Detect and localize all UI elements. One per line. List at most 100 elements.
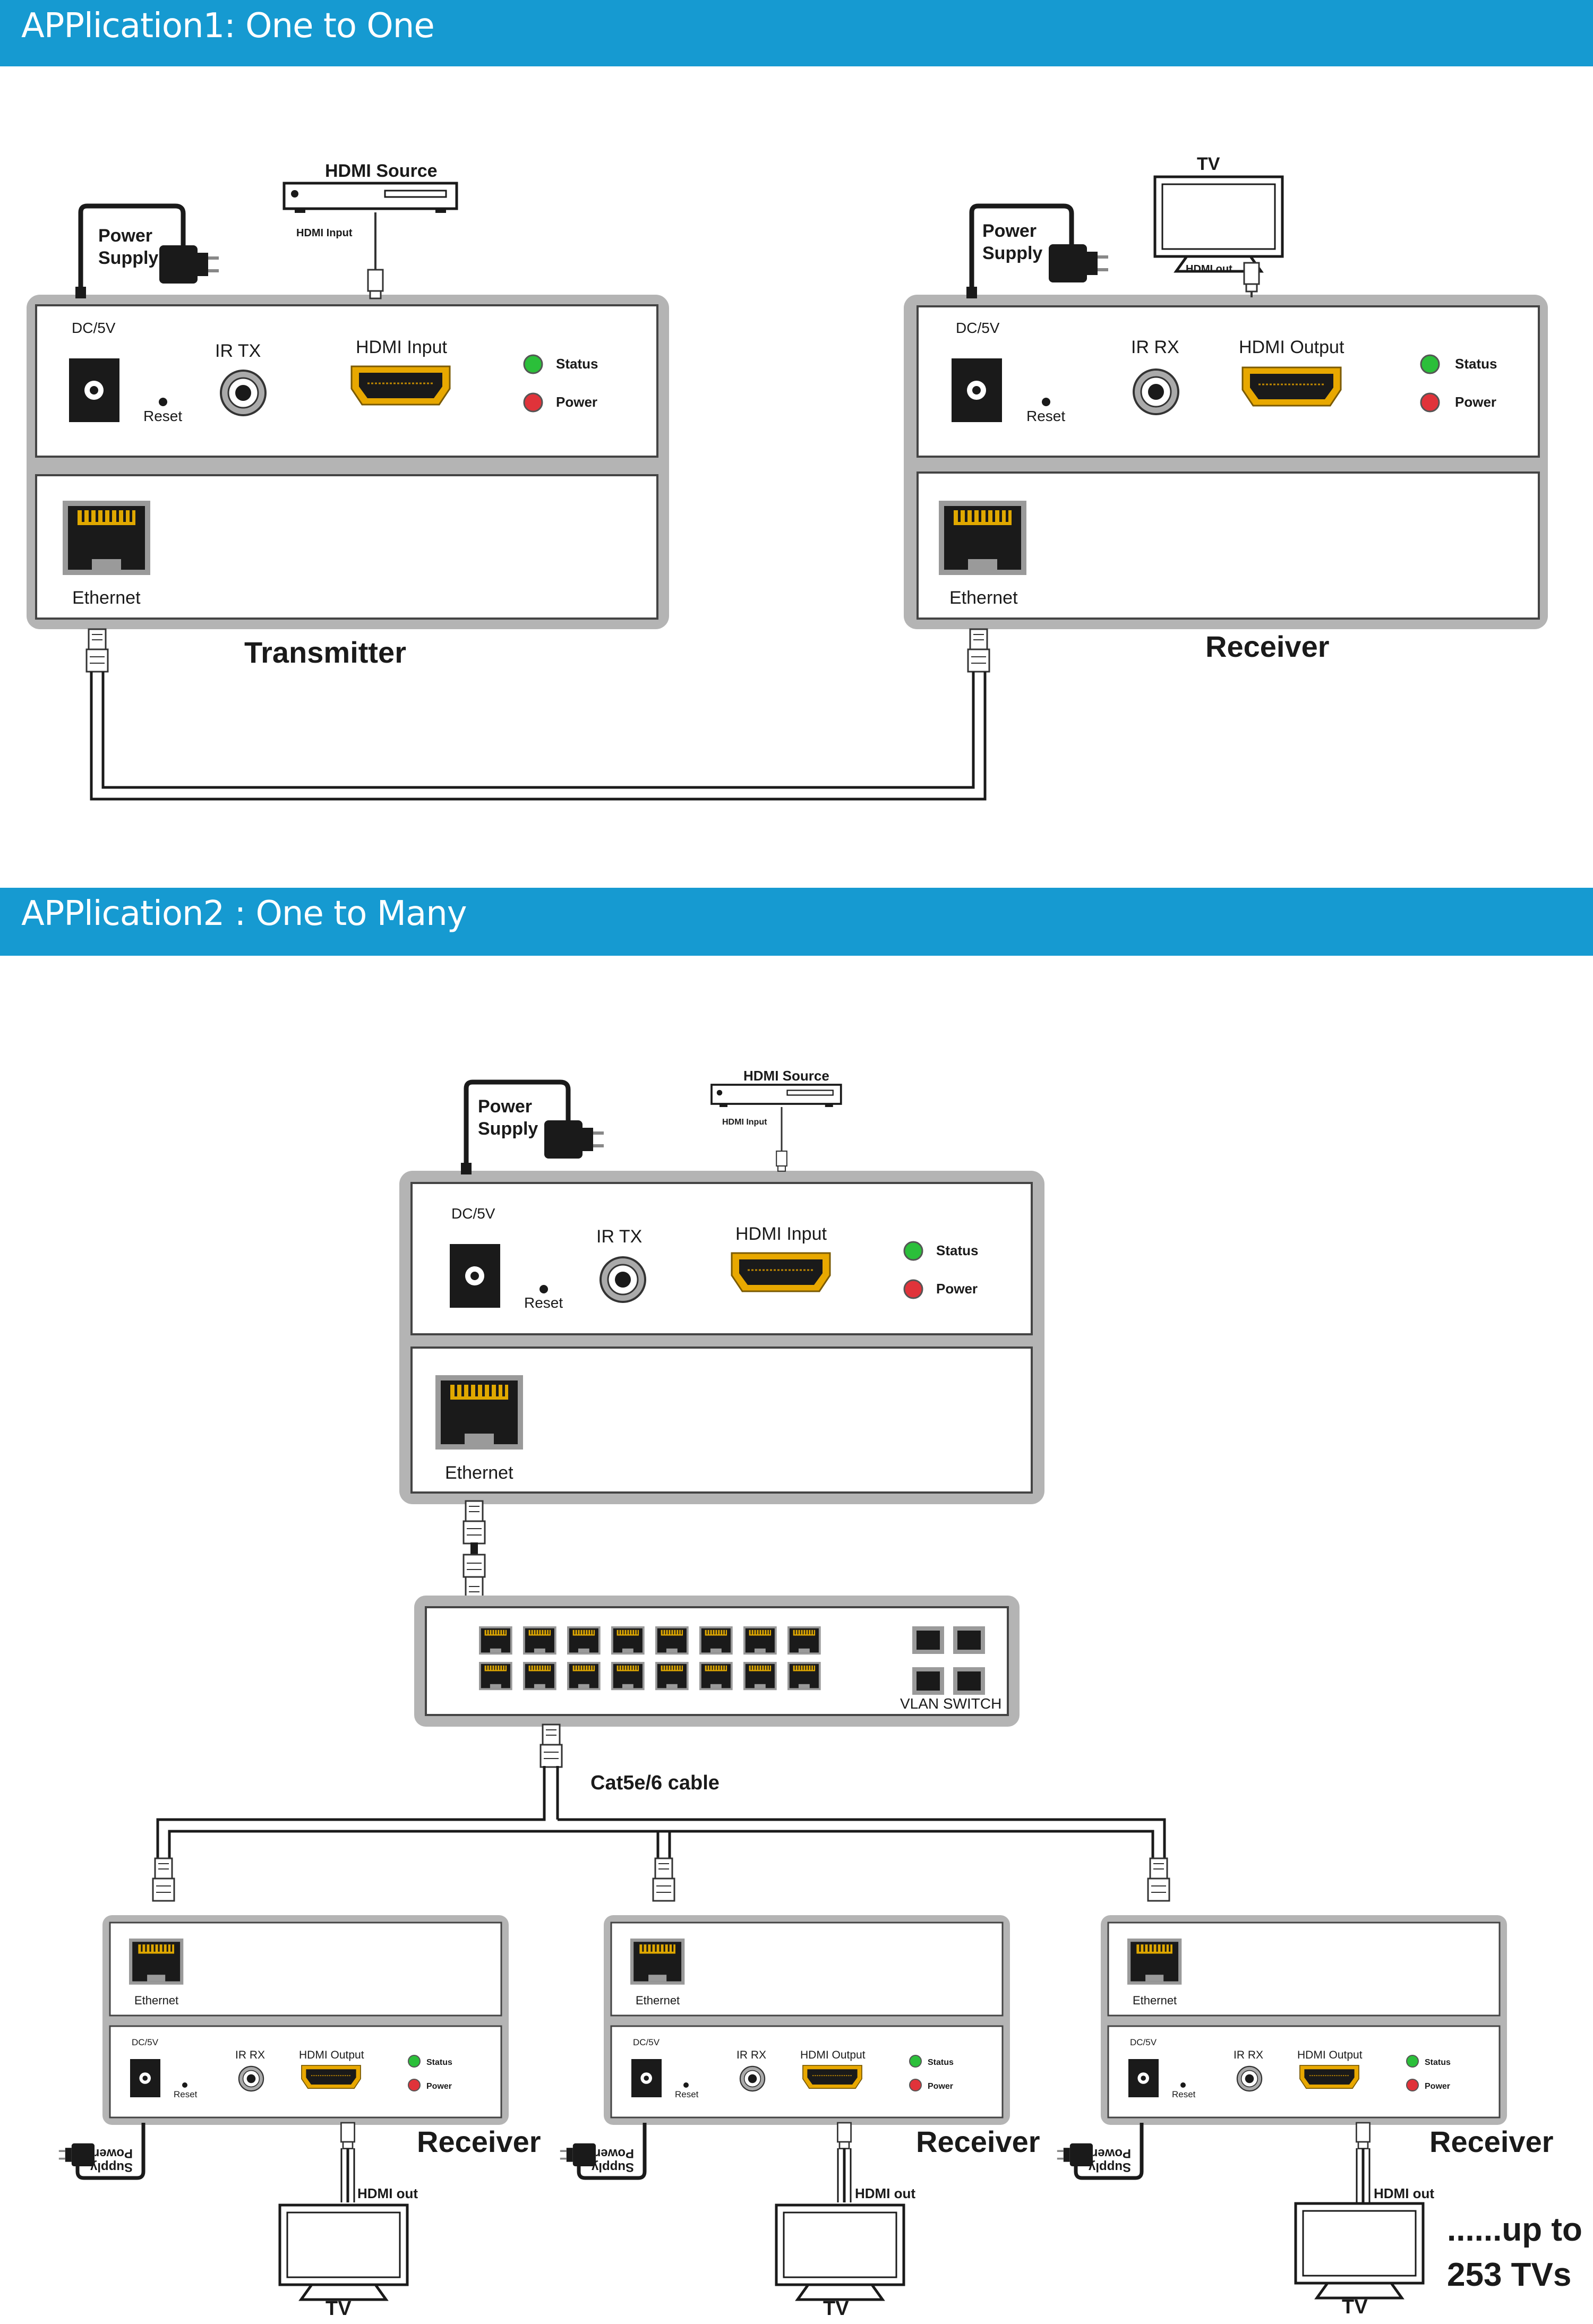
rx3-power-supply: Power Supply [1056, 2123, 1144, 2180]
rx1-power-supply-label-1: Power [95, 2146, 133, 2160]
up-to-label-2: 253 TVs [1447, 2257, 1571, 2293]
rx-ethernet-label: Ethernet [949, 588, 1018, 608]
app2-receiver-3: Ethernet DC/5V Reset IR RX HDMI Output S… [1101, 1915, 1507, 2125]
rx2-power-supply-label-1: Power [596, 2146, 634, 2160]
app2-hdmi-plug [776, 1150, 787, 1172]
tx2-to-switch-cable [463, 1500, 486, 1598]
tx-ir-jack [220, 370, 267, 416]
tv-1-label: TV [326, 2297, 352, 2320]
app2-hdmi-source [710, 1084, 842, 1108]
rx-power-adapter [1049, 244, 1108, 282]
app1-receiver: DC/5V Reset IR RX HDMI Output Status Pow… [904, 295, 1548, 629]
vlan-switch: VLAN SWITCH [414, 1596, 1020, 1727]
rx1-power-label: Power [426, 2082, 452, 2091]
rx-power-supply-label-1: Power [982, 221, 1037, 241]
rx-dc-jack [952, 358, 1002, 422]
rx-power-led [1420, 392, 1440, 413]
rx2-reset-label: Reset [675, 2089, 699, 2099]
tx2-power-supply-label-1: Power [478, 1096, 532, 1117]
tx2-ir-label: IR TX [596, 1227, 642, 1247]
tx-hdmi-port [350, 365, 451, 406]
app2-receiver-2-label: Receiver [916, 2125, 1040, 2158]
app1-hdmi-input-small: HDMI Input [296, 227, 353, 239]
app1-tv-label: TV [1197, 154, 1220, 174]
rx-reset-label: Reset [1026, 408, 1065, 424]
rx-reset-button [1042, 398, 1050, 406]
rx3-status-label: Status [1425, 2058, 1451, 2067]
up-to-label-1: ......up to [1447, 2211, 1582, 2248]
app1-hdmi-plug [367, 269, 384, 299]
rx2-ethernet-label: Ethernet [636, 1994, 680, 2007]
app1-hdmi-out-small: HDMI out [1186, 263, 1232, 275]
rx-hdmi-label: HDMI Output [1239, 337, 1344, 357]
rx3-hdmi-out-label: HDMI out [1374, 2185, 1434, 2201]
tx-reset-label: Reset [143, 408, 182, 424]
rx3-dc-label: DC/5V [1130, 2037, 1157, 2047]
app2-receiver-1-label: Receiver [417, 2125, 541, 2158]
rx2-status-label: Status [928, 2058, 954, 2067]
tx-power-supply-label-2: Supply [98, 248, 158, 268]
rx1-dc-label: DC/5V [132, 2037, 159, 2047]
tx-hdmi-label: HDMI Input [356, 337, 447, 357]
app2-receiver-3-label: Receiver [1429, 2125, 1554, 2158]
tx2-dc-jack [450, 1244, 500, 1308]
rx2-power-supply: Power Supply [559, 2123, 647, 2180]
rx2-hdmi-label: HDMI Output [800, 2049, 866, 2061]
rx3-power-supply-label-1: Power [1093, 2146, 1131, 2160]
tx2-power-supply-label-2: Supply [478, 1119, 538, 1139]
rx3-reset-label: Reset [1172, 2089, 1196, 2099]
tx2-status-label: Status [936, 1242, 978, 1258]
tx2-reset-button [539, 1285, 548, 1293]
rx-power-cable [969, 203, 1074, 297]
rx3-power-label: Power [1425, 2082, 1450, 2091]
rx1-power-supply: Power Supply [57, 2123, 145, 2180]
tv-3-label: TV [1342, 2296, 1368, 2318]
rx-ir-label: IR RX [1131, 337, 1179, 357]
rx-hdmi-port [1241, 366, 1342, 407]
rx-dc-label: DC/5V [956, 320, 1000, 336]
tx-reset-button [159, 398, 167, 406]
tx-ethernet-label: Ethernet [72, 588, 141, 608]
rx1-tv-link [280, 2122, 407, 2300]
tx2-power-label: Power [936, 1281, 978, 1297]
rx-status-led [1420, 354, 1440, 374]
transmitter-label: Transmitter [244, 636, 406, 669]
tx2-ethernet-label: Ethernet [445, 1463, 513, 1483]
tx2-hdmi-label: HDMI Input [735, 1224, 827, 1244]
rx3-hdmi-label: HDMI Output [1297, 2049, 1363, 2061]
tx-ir-label: IR TX [215, 341, 261, 361]
app2-receiver-1: Ethernet DC/5V Reset IR RX HDMI Output S… [102, 1915, 509, 2125]
app1-banner: APPlication1: One to One [0, 0, 1593, 66]
app2-banner: APPlication2 : One to Many [0, 888, 1593, 956]
app1-tv [1155, 177, 1282, 271]
rx2-hdmi-out-label: HDMI out [855, 2185, 915, 2201]
tx-power-supply-label-1: Power [98, 226, 152, 246]
app2-receiver-2: Ethernet DC/5V Reset IR RX HDMI Output S… [604, 1915, 1010, 2125]
rx1-hdmi-label: HDMI Output [299, 2049, 364, 2061]
tx2-dc-label: DC/5V [451, 1205, 495, 1222]
rx-power-label: Power [1455, 394, 1496, 410]
tx2-ir-jack [599, 1256, 646, 1303]
tx-dc-label: DC/5V [72, 320, 116, 336]
tx2-reset-label: Reset [524, 1294, 563, 1311]
tv-2-label: TV [823, 2297, 849, 2320]
switch-label: VLAN SWITCH [900, 1695, 1001, 1712]
app1-hdmi-source-label: HDMI Source [325, 161, 438, 181]
rx2-ir-label: IR RX [736, 2049, 766, 2061]
rx2-power-label: Power [928, 2082, 953, 2091]
rx3-power-supply-label-2: Supply [1088, 2160, 1131, 2174]
receiver-label: Receiver [1205, 630, 1330, 663]
rx-status-label: Status [1455, 356, 1497, 372]
tx2-power-adapter [544, 1120, 604, 1159]
rx3-ir-label: IR RX [1234, 2049, 1263, 2061]
tx-dc-jack [69, 358, 119, 422]
rx1-hdmi-out-label: HDMI out [357, 2185, 418, 2201]
rx3-tv-link [1296, 2122, 1423, 2298]
app2-transmitter: DC/5V Reset IR TX HDMI Input Status Powe… [399, 1171, 1044, 1504]
rx2-dc-label: DC/5V [633, 2037, 660, 2047]
switch-to-receivers-cable [152, 1723, 1170, 1902]
tx-ethernet-port [63, 501, 150, 575]
app2-hdmi-source-label: HDMI Source [743, 1068, 829, 1084]
tx-power-adapter [159, 245, 219, 284]
